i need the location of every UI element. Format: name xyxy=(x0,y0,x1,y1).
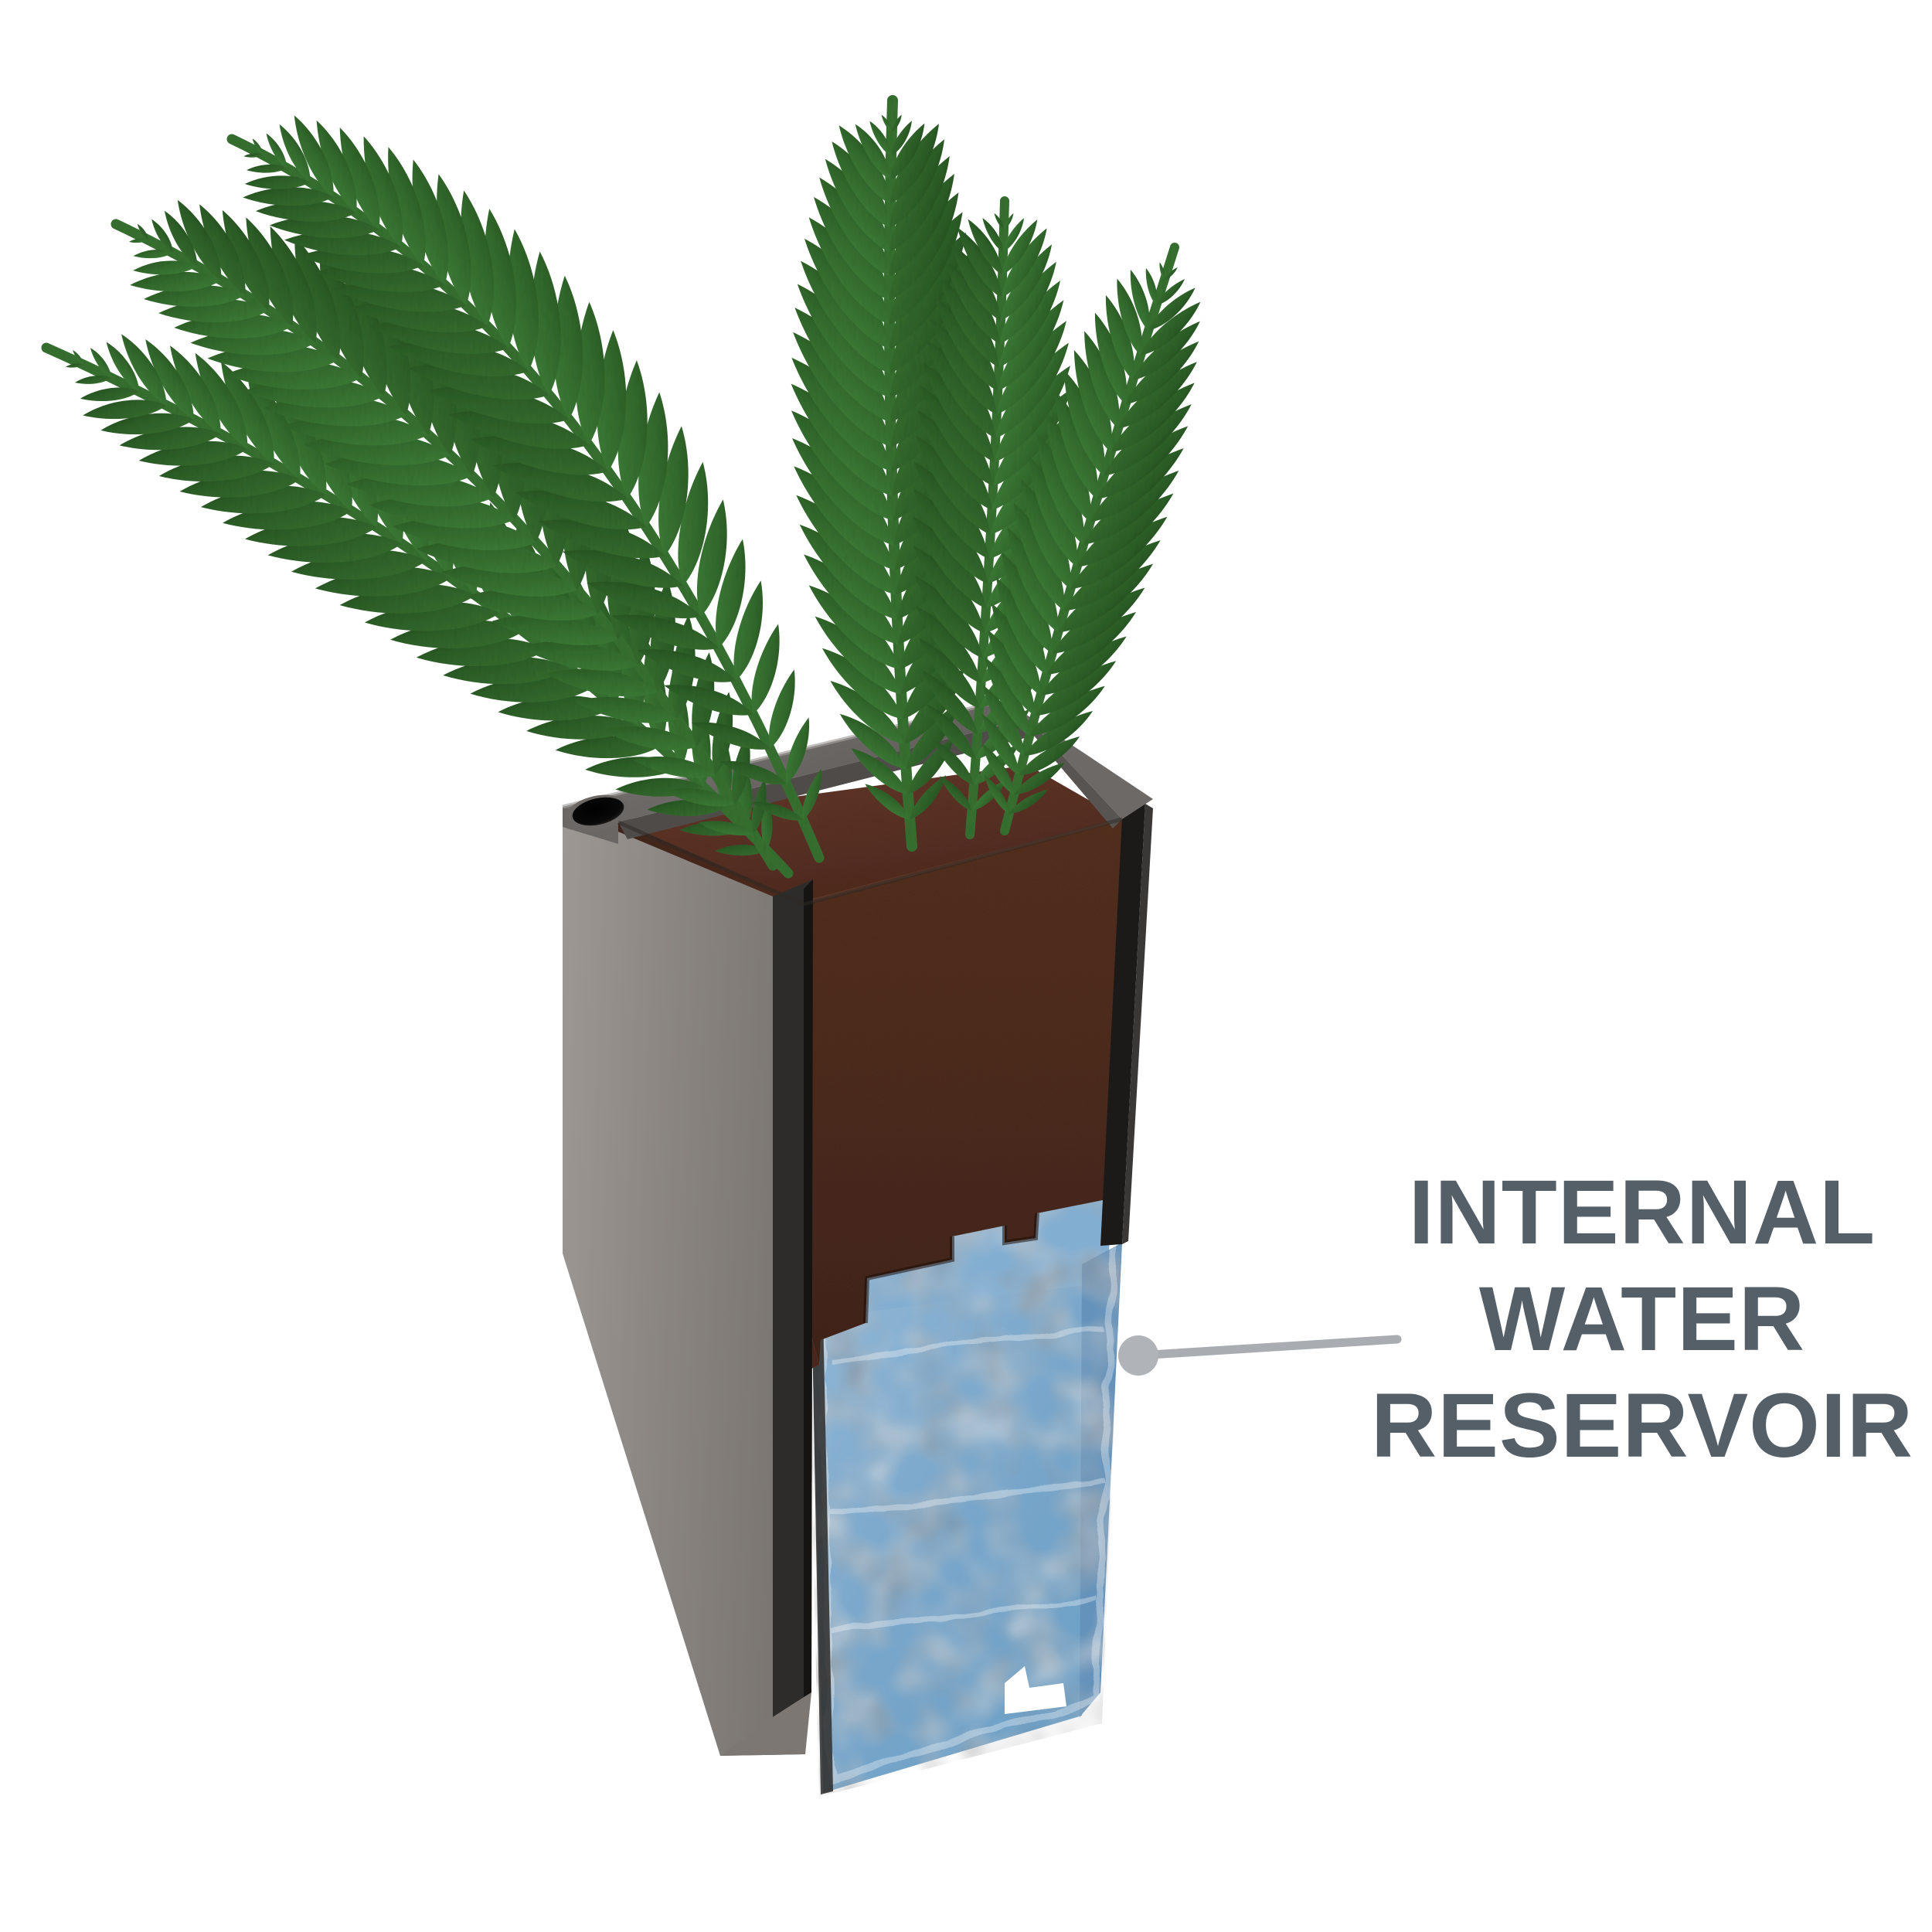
fern-frond xyxy=(226,111,828,863)
right-edge-dark-strip xyxy=(1100,804,1145,1246)
water-fill-port[interactable] xyxy=(561,789,632,838)
frond-rachis xyxy=(41,342,794,879)
leader-dot xyxy=(1118,1335,1158,1376)
frond-group xyxy=(41,95,1207,879)
water-texture xyxy=(804,1159,1124,1797)
fern-frond xyxy=(906,196,1083,839)
frond-rachis xyxy=(965,196,1009,839)
planter-left-face xyxy=(563,808,805,1756)
soil-front-face xyxy=(804,819,1122,1365)
frond-rachis xyxy=(226,134,825,863)
frond-rachis xyxy=(111,219,778,871)
callout-line-internal: INTERNAL xyxy=(1408,1162,1876,1264)
callout-line-reservoir: RESERVOIR xyxy=(1371,1375,1913,1477)
planter-right-cut-edge xyxy=(1100,804,1153,1246)
water-foot-notch xyxy=(1005,1666,1066,1714)
fern-frond xyxy=(41,328,794,879)
right-edge-highlight xyxy=(1122,804,1153,1244)
fern-frond xyxy=(977,243,1207,835)
frond-rachis xyxy=(1000,243,1179,835)
fill-port-hole xyxy=(572,797,624,826)
callout-line-water: WATER xyxy=(1478,1268,1806,1370)
planter-body xyxy=(563,808,813,1756)
frond-rachis xyxy=(883,95,917,852)
soil-rim-contact-shadow xyxy=(617,817,1123,906)
fern-frond xyxy=(781,95,996,852)
planter-front-inner-shadow xyxy=(804,879,813,1697)
fern-frond xyxy=(111,194,778,871)
soil-notch-shadows xyxy=(863,1213,1039,1324)
planter-bottom-edge xyxy=(720,1692,811,1756)
planter-front-inner-face xyxy=(773,879,813,1717)
callout-label: INTERNAL WATER RESERVOIR xyxy=(1360,1159,1924,1479)
leader-line xyxy=(1134,1335,1402,1360)
